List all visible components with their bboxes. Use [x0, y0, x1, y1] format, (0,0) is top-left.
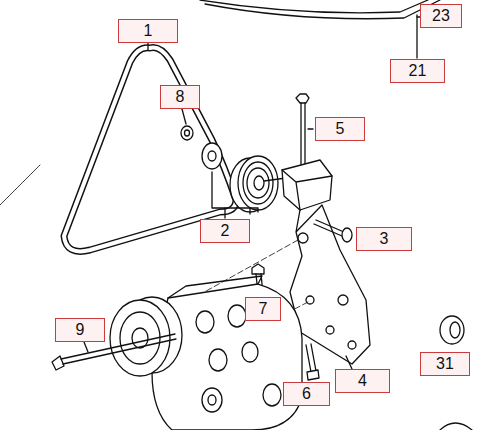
callout-number: 4	[358, 373, 367, 389]
bolt-shaft	[311, 344, 316, 371]
bracket-hole	[348, 341, 356, 349]
tensioner-bracket	[282, 160, 332, 210]
leader-line	[308, 128, 313, 129]
callout-box: 8	[160, 85, 200, 109]
bolt-head	[307, 370, 319, 380]
idler-pulley	[254, 176, 264, 190]
callout-number: 3	[380, 231, 389, 247]
clutch-pulley	[110, 300, 170, 376]
compressor-fitting	[263, 384, 281, 406]
callout-number: 6	[302, 386, 311, 402]
compressor-fitting	[208, 395, 216, 405]
bolt-head	[252, 264, 264, 274]
leader-line	[182, 109, 186, 124]
bolt-shaft	[304, 103, 305, 166]
nut	[185, 130, 190, 136]
callout-number: 1	[144, 23, 153, 39]
bolt-shaft	[314, 224, 342, 236]
hose-line	[205, 0, 440, 19]
bolt-head	[296, 94, 309, 103]
idler-pulley	[243, 162, 273, 204]
callout-number: 21	[409, 63, 427, 79]
bolt-shaft	[306, 345, 311, 372]
callout-number: 2	[221, 223, 230, 239]
compressor-fitting	[242, 342, 258, 362]
bracket-hole	[326, 326, 334, 334]
bolt-head	[342, 228, 352, 242]
frame-line	[0, 165, 40, 205]
partial-part	[440, 423, 472, 430]
callout-box: 6	[283, 382, 330, 406]
tensioner-bracket	[282, 170, 332, 210]
washer	[202, 143, 222, 169]
nut	[181, 126, 193, 140]
callout-box: 21	[390, 59, 445, 83]
clutch-pulley	[132, 328, 148, 348]
callout-box: 4	[335, 369, 390, 393]
bracket-leader	[250, 208, 258, 212]
callout-number: 31	[436, 356, 454, 372]
bracket-leader	[212, 172, 250, 214]
callout-box: 1	[118, 19, 178, 43]
hose-line	[200, 0, 428, 13]
washer	[208, 151, 216, 161]
washer	[450, 322, 460, 338]
callout-number: 23	[432, 8, 450, 24]
compressor-fitting	[196, 311, 214, 333]
callout-box: 9	[55, 318, 105, 342]
bracket-hole	[338, 295, 348, 305]
compressor-fitting	[209, 349, 227, 371]
leader-line	[84, 342, 88, 352]
compressor-body	[168, 276, 262, 298]
bolt-shaft	[63, 339, 176, 364]
callout-box: 3	[356, 227, 412, 251]
leader-line	[416, 15, 417, 58]
callout-number: 7	[259, 301, 268, 317]
callout-box: 5	[315, 117, 365, 141]
leader-line	[224, 208, 225, 218]
callout-box: 23	[420, 4, 462, 28]
callout-box: 7	[245, 297, 281, 321]
idler-pulley	[247, 168, 269, 198]
leader-line	[346, 356, 352, 369]
idler-pulley	[238, 156, 278, 210]
bracket-hole	[298, 233, 308, 243]
callout-number: 8	[176, 89, 185, 105]
compressor-fitting	[228, 305, 246, 327]
illustration-group	[0, 0, 472, 430]
callout-box: 31	[420, 352, 470, 376]
leader-line	[147, 43, 148, 50]
callout-number: 9	[76, 322, 85, 338]
bolt-shaft	[300, 103, 301, 168]
washer	[440, 316, 464, 344]
compressor-fitting	[202, 388, 222, 412]
callout-number: 5	[336, 121, 345, 137]
callout-box: 2	[200, 219, 250, 243]
